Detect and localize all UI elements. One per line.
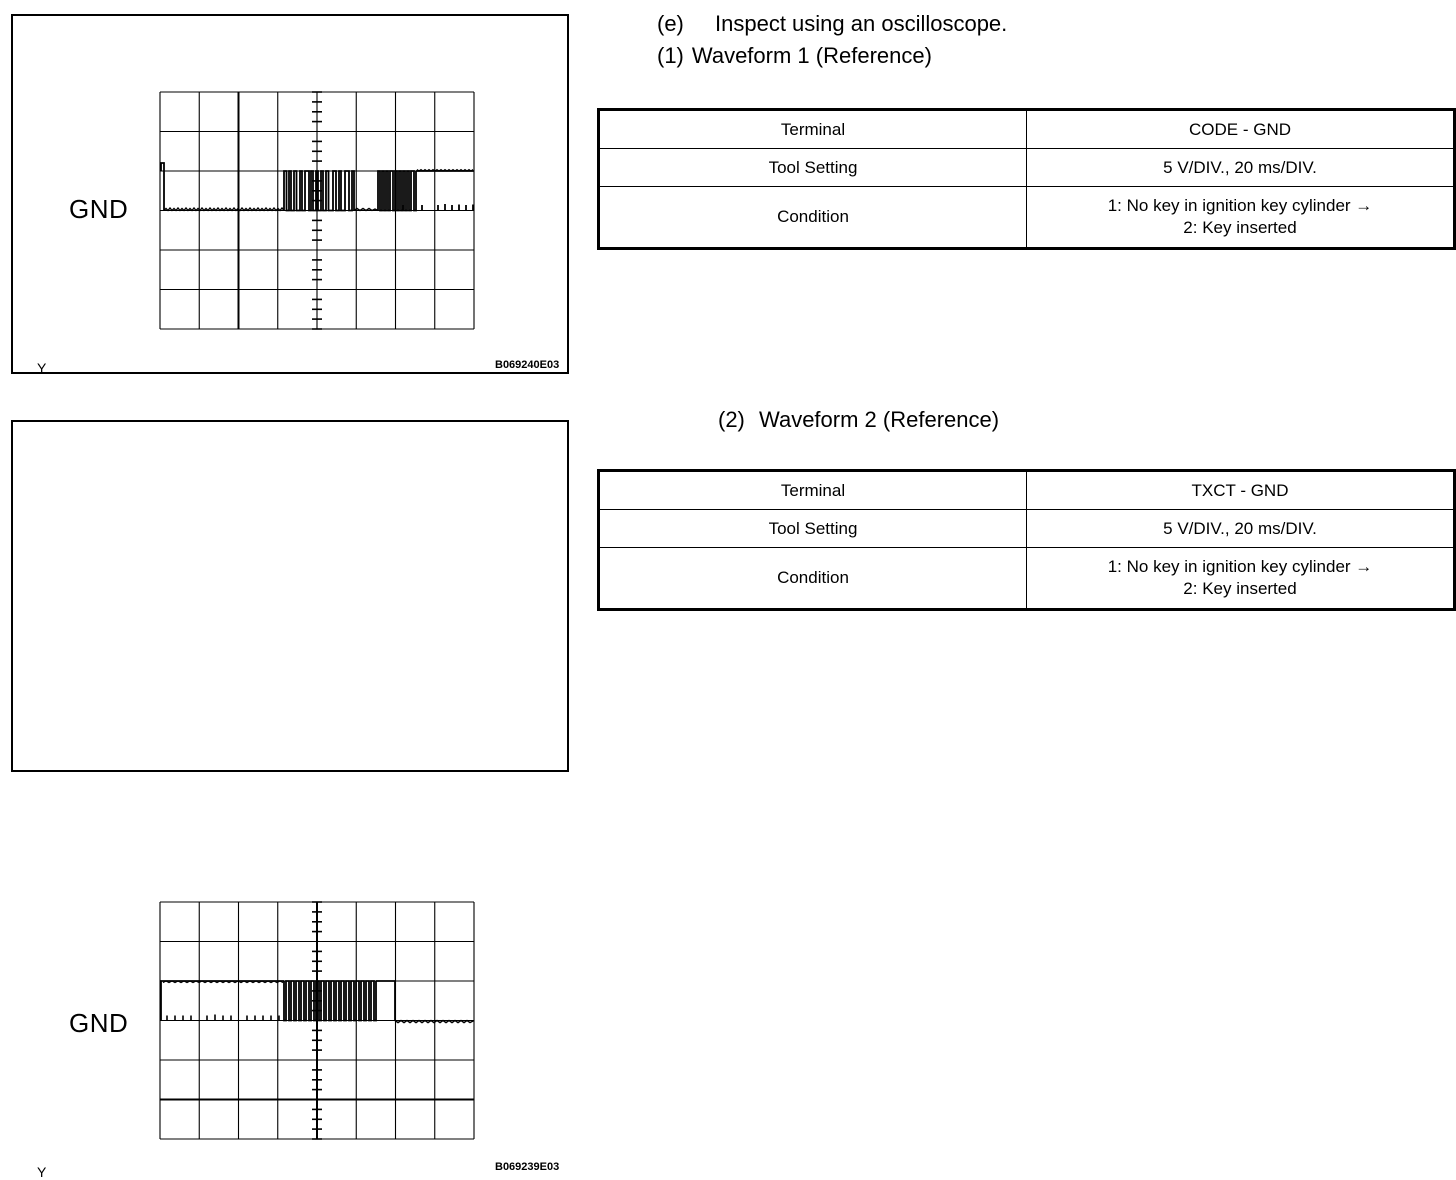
row-label-condition: Condition — [598, 186, 1027, 249]
scope-center-axis-ticks-1 — [312, 91, 322, 330]
condition-line-1: 1: No key in ignition key cylinder → — [1107, 557, 1373, 576]
waveform-2-figure-panel: GND Y B069239E03 — [11, 420, 569, 1180]
figure-code-label: B069240E03 — [495, 359, 560, 371]
oscilloscope-display-1 — [159, 91, 475, 330]
table-row: Condition 1: No key in ignition key cyli… — [598, 547, 1455, 610]
row-value-tool-setting: 5 V/DIV., 20 ms/DIV. — [1026, 148, 1455, 187]
row-value-condition: 1: No key in ignition key cylinder → 2: … — [1026, 186, 1455, 249]
row-label-tool-setting: Tool Setting — [598, 509, 1027, 548]
figure-code-label: B069239E03 — [495, 1161, 560, 1173]
scope-baseline-ticks-1 — [402, 204, 474, 211]
condition-line-2: 2: Key inserted — [1183, 579, 1297, 598]
table-row: Tool Setting 5 V/DIV., 20 ms/DIV. — [598, 148, 1455, 187]
row-label-tool-setting: Tool Setting — [598, 148, 1027, 187]
scope-baseline-ticks-2 — [166, 1014, 280, 1021]
waveform-2-spec-table: Terminal TXCT - GND Tool Setting 5 V/DIV… — [597, 469, 1456, 611]
row-label-terminal: Terminal — [598, 109, 1027, 149]
row-label-condition: Condition — [598, 547, 1027, 610]
waveform-1-spec-table: Terminal CODE - GND Tool Setting 5 V/DIV… — [597, 108, 1456, 250]
gnd-label: GND — [69, 1008, 129, 1038]
table-row: Terminal CODE - GND — [598, 109, 1455, 149]
table-row: Tool Setting 5 V/DIV., 20 ms/DIV. — [598, 509, 1455, 548]
instruction-line: (e) Inspect using an oscilloscope. — [657, 8, 1447, 40]
figure-corner-label: Y — [37, 360, 47, 376]
waveform-1-figure-panel: GND Y B069240E03 — [11, 14, 569, 376]
oscilloscope-display-2 — [159, 901, 475, 1140]
row-value-condition: 1: No key in ignition key cylinder → 2: … — [1026, 547, 1455, 610]
table-row: Terminal TXCT - GND — [598, 470, 1455, 510]
section-2-heading: (2) Waveform 2 (Reference) — [718, 404, 999, 436]
section-1-title: Waveform 1 (Reference) — [691, 43, 932, 68]
condition-line-2: 2: Key inserted — [1183, 218, 1297, 237]
condition-line-1: 1: No key in ignition key cylinder → — [1107, 196, 1373, 215]
instruction-heading-block: (e) Inspect using an oscilloscope. (1) W… — [657, 8, 1447, 72]
instruction-text: Inspect using an oscilloscope. — [715, 11, 1008, 36]
instruction-marker: (e) — [657, 11, 684, 36]
row-value-tool-setting: 5 V/DIV., 20 ms/DIV. — [1026, 509, 1455, 548]
figure-corner-label: Y — [37, 1164, 47, 1180]
row-value-terminal: CODE - GND — [1026, 109, 1455, 149]
scope-trace-1 — [160, 162, 474, 212]
gnd-label: GND — [69, 194, 129, 224]
row-value-terminal: TXCT - GND — [1026, 470, 1455, 510]
section-2-number: (2) — [718, 407, 745, 432]
row-label-terminal: Terminal — [598, 470, 1027, 510]
section-2-title: Waveform 2 (Reference) — [759, 407, 1000, 432]
section-1-number: (1) — [657, 43, 684, 68]
table-row: Condition 1: No key in ignition key cyli… — [598, 186, 1455, 249]
section-1-heading: (1) Waveform 1 (Reference) — [657, 40, 1447, 72]
